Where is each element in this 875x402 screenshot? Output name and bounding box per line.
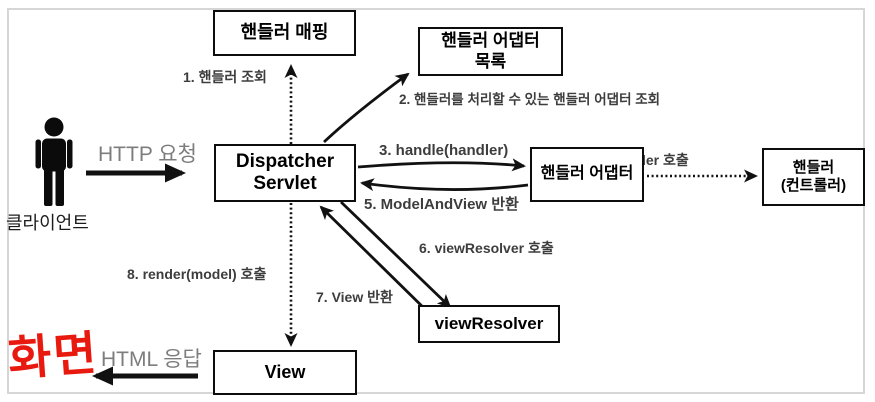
step8-label: 8. render(model) 호출	[127, 266, 267, 282]
box-handler-adapter: 핸들러 어댑터	[530, 147, 644, 202]
box-dispatcher-servlet: Dispatcher Servlet	[214, 144, 356, 202]
dispatcher-servlet-line1: Dispatcher	[235, 150, 335, 172]
handler-controller-line2: (컨트롤러)	[780, 177, 847, 194]
arrow-step5	[360, 178, 529, 192]
arrow-step3	[357, 158, 526, 172]
box-handler-mapping: 핸들러 매핑	[213, 10, 356, 56]
dispatcher-servlet-line2: Servlet	[253, 173, 317, 194]
handler-controller-line1: 핸들러	[792, 159, 835, 177]
view-resolver-label: viewResolver	[434, 313, 544, 333]
box-view-resolver: viewResolver	[418, 305, 560, 343]
view-label: View	[264, 361, 306, 382]
client-label: 클라이언트	[6, 213, 89, 233]
step5-label: 5. ModelAndView 반환	[364, 196, 519, 213]
box-handler-controller: 핸들러 (컨트롤러)	[762, 148, 865, 206]
handler-adapter-label: 핸들러 어댑터	[540, 165, 634, 183]
box-handler-adapter-list: 핸들러 어댑터 목록	[418, 27, 563, 76]
http-request-label: HTTP 요청	[98, 143, 197, 166]
step3-label: 3. handle(handler)	[379, 142, 509, 159]
box-view: View	[213, 350, 357, 395]
screen-annotation: 화면	[6, 325, 101, 386]
step6-label: 6. viewResolver 호출	[419, 240, 554, 256]
step7-label: 7. View 반환	[316, 289, 393, 305]
arrow-step6	[340, 200, 452, 309]
handler-mapping-label: 핸들러 매핑	[240, 22, 329, 43]
handler-adapter-list-line2: 목록	[474, 51, 507, 71]
step2-label: 2. 핸들러를 처리할 수 있는 핸들러 어댑터 조회	[399, 92, 661, 107]
arrow-step2	[323, 72, 410, 144]
client-person-icon	[35, 117, 73, 206]
arrow-step7	[319, 205, 431, 315]
step1-label: 1. 핸들러 조회	[183, 69, 267, 85]
handler-adapter-list-line1: 핸들러 어댑터	[441, 31, 540, 51]
html-response-label: HTML 응답	[101, 348, 202, 371]
